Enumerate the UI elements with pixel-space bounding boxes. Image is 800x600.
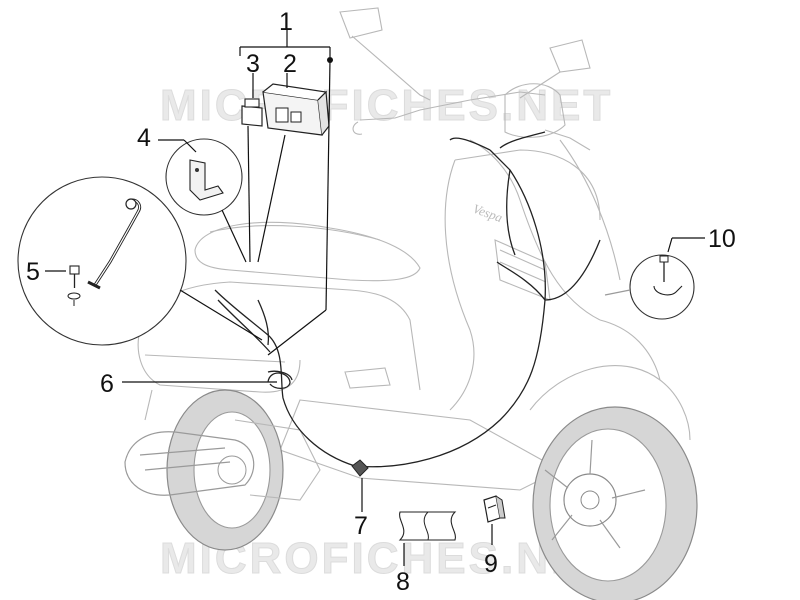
scooter-body: Vespa	[124, 7, 698, 600]
battery-lead-detail-part-5	[17, 176, 187, 346]
callout-8: 8	[396, 568, 410, 596]
callout-2: 2	[283, 50, 297, 78]
clip-detail-part-10	[604, 237, 705, 320]
wiring-harness	[214, 131, 601, 477]
callout-10: 10	[708, 225, 736, 253]
callout-1: 1	[279, 8, 293, 36]
bracket-detail-part-4	[158, 138, 243, 216]
watermark-top: MICROFICHES.NET	[160, 81, 613, 130]
callout-4: 4	[137, 124, 151, 152]
callout-5: 5	[26, 258, 40, 286]
callout-3: 3	[246, 50, 260, 78]
control-unit-part-2	[262, 83, 330, 136]
cable-tie-part-8	[398, 511, 457, 566]
vespa-badge: Vespa	[471, 201, 505, 226]
callout-7: 7	[354, 512, 368, 540]
callout-labels: 1 2 3 4 5 6 7 8 9 10	[26, 8, 736, 596]
leader-lines	[122, 30, 363, 512]
fuse-part-3	[241, 98, 263, 127]
connector-part-9	[483, 495, 506, 545]
callout-9: 9	[484, 550, 498, 578]
callout-6: 6	[100, 370, 114, 398]
